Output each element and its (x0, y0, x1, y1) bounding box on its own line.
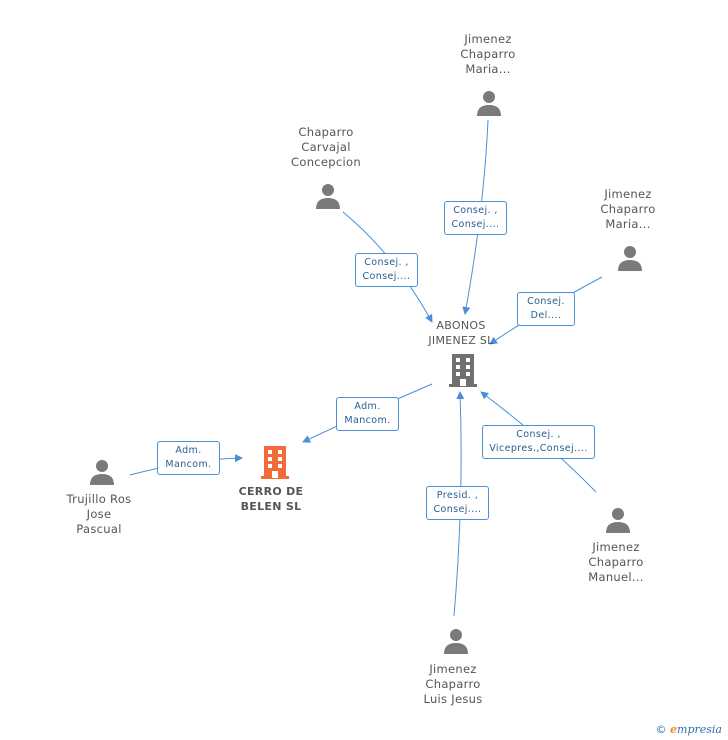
person-label-chaparro[interactable]: Chaparro Carvajal Concepcion (291, 125, 361, 169)
person-icon[interactable] (442, 627, 470, 655)
edge-label-hub-main[interactable]: Adm. Mancom. (336, 397, 399, 431)
edge-label-luis[interactable]: Presid. , Consej.... (426, 486, 489, 520)
edge-label-right[interactable]: Consej. Del.... (517, 292, 575, 326)
edge-label-chaparro[interactable]: Consej. , Consej.... (355, 253, 418, 287)
brand-name: mpresia (677, 723, 722, 736)
person-label-manuel[interactable]: Jimenez Chaparro Manuel... (588, 540, 644, 584)
main-company-label[interactable]: CERRO DE BELEN SL (238, 485, 304, 513)
building-icon[interactable] (258, 444, 292, 480)
person-label-right[interactable]: Jimenez Chaparro Maria... (600, 187, 656, 231)
brand-initial: e (670, 723, 678, 736)
person-icon[interactable] (604, 506, 632, 534)
person-icon[interactable] (475, 89, 503, 117)
person-label-luis[interactable]: Jimenez Chaparro Luis Jesus (423, 662, 483, 706)
person-label-trujillo[interactable]: Trujillo Ros Jose Pascual (66, 492, 132, 536)
edge-label-manuel[interactable]: Consej. , Vicepres.,Consej.... (482, 425, 595, 459)
hub-company-label[interactable]: ABONOS JIMENEZ SL (428, 319, 494, 347)
person-icon[interactable] (314, 182, 342, 210)
building-icon[interactable] (446, 352, 480, 388)
copyright-icon: © (655, 723, 667, 736)
person-icon[interactable] (616, 244, 644, 272)
person-icon[interactable] (88, 458, 116, 486)
edge-label-top[interactable]: Consej. , Consej.... (444, 201, 507, 235)
empresia-logo[interactable]: © empresia (656, 723, 722, 736)
edge-label-trujillo[interactable]: Adm. Mancom. (157, 441, 220, 475)
person-label-top[interactable]: Jimenez Chaparro Maria... (460, 32, 516, 76)
